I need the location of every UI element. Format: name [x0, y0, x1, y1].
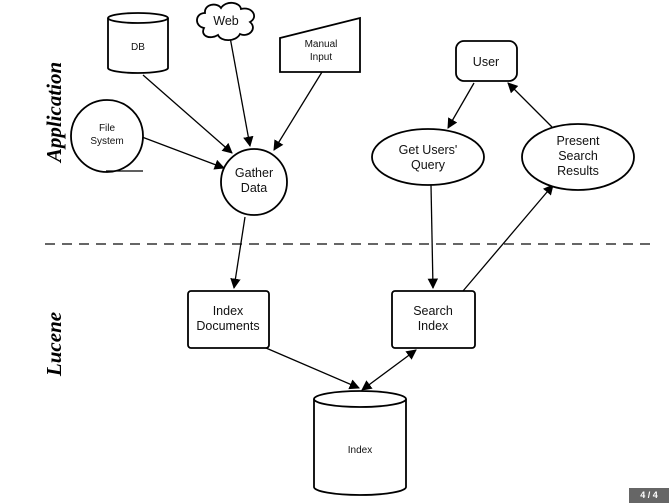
manual-input-label-2: Input: [310, 52, 332, 63]
search-index-node: Search Index: [391, 290, 476, 349]
edges: [141, 36, 554, 391]
application-section-label: Application: [42, 62, 66, 164]
file-system-label-1: File: [99, 123, 116, 134]
gather-data-label-2: Data: [241, 181, 267, 195]
edge-indexdocs-to-index: [265, 347, 360, 390]
manual-input-node: Manual Input: [279, 16, 361, 73]
get-users-query-label-2: Query: [411, 158, 446, 172]
edge-web-to-gather: [229, 36, 254, 148]
get-users-query-node: Get Users' Query: [371, 128, 485, 186]
index-documents-label-1: Index: [213, 304, 244, 318]
user-node: User: [455, 40, 518, 82]
file-system-node: File System: [70, 99, 144, 173]
index-store-label: Index: [348, 445, 372, 456]
edge-searchindex-to-present: [462, 184, 554, 292]
gather-data-label-1: Gather: [235, 166, 273, 180]
get-users-query-label-1: Get Users': [399, 143, 458, 157]
search-index-label-1: Search: [413, 304, 453, 318]
edge-filesystem-to-gather: [141, 136, 225, 170]
index-documents-node: Index Documents: [187, 290, 270, 349]
manual-input-label-1: Manual: [305, 39, 338, 50]
db-label: DB: [131, 42, 145, 53]
lucene-section-label: Lucene: [42, 312, 66, 377]
edge-user-to-query: [447, 82, 475, 129]
gather-data-node: Gather Data: [220, 148, 288, 216]
user-label: User: [473, 55, 499, 69]
page-indicator: 4 / 4: [629, 488, 669, 503]
present-search-results-node: Present Search Results: [521, 123, 635, 191]
web-node: Web: [196, 1, 255, 42]
edge-db-to-gather: [142, 74, 233, 154]
present-label-3: Results: [557, 164, 599, 178]
edge-present-to-user: [507, 82, 553, 128]
present-label-2: Search: [558, 149, 598, 163]
index-documents-label-2: Documents: [196, 319, 259, 333]
index-store-node: Index: [313, 390, 407, 496]
file-system-label-2: System: [90, 136, 123, 147]
edge-query-to-searchindex: [427, 184, 439, 290]
web-label: Web: [213, 14, 239, 28]
search-index-label-2: Index: [418, 319, 449, 333]
db-node: DB: [107, 12, 169, 74]
edge-searchindex-index-bidirectional: [361, 349, 417, 391]
edge-manual-to-gather: [273, 71, 323, 151]
present-label-1: Present: [556, 134, 600, 148]
edge-gather-to-indexdocs: [230, 216, 246, 290]
